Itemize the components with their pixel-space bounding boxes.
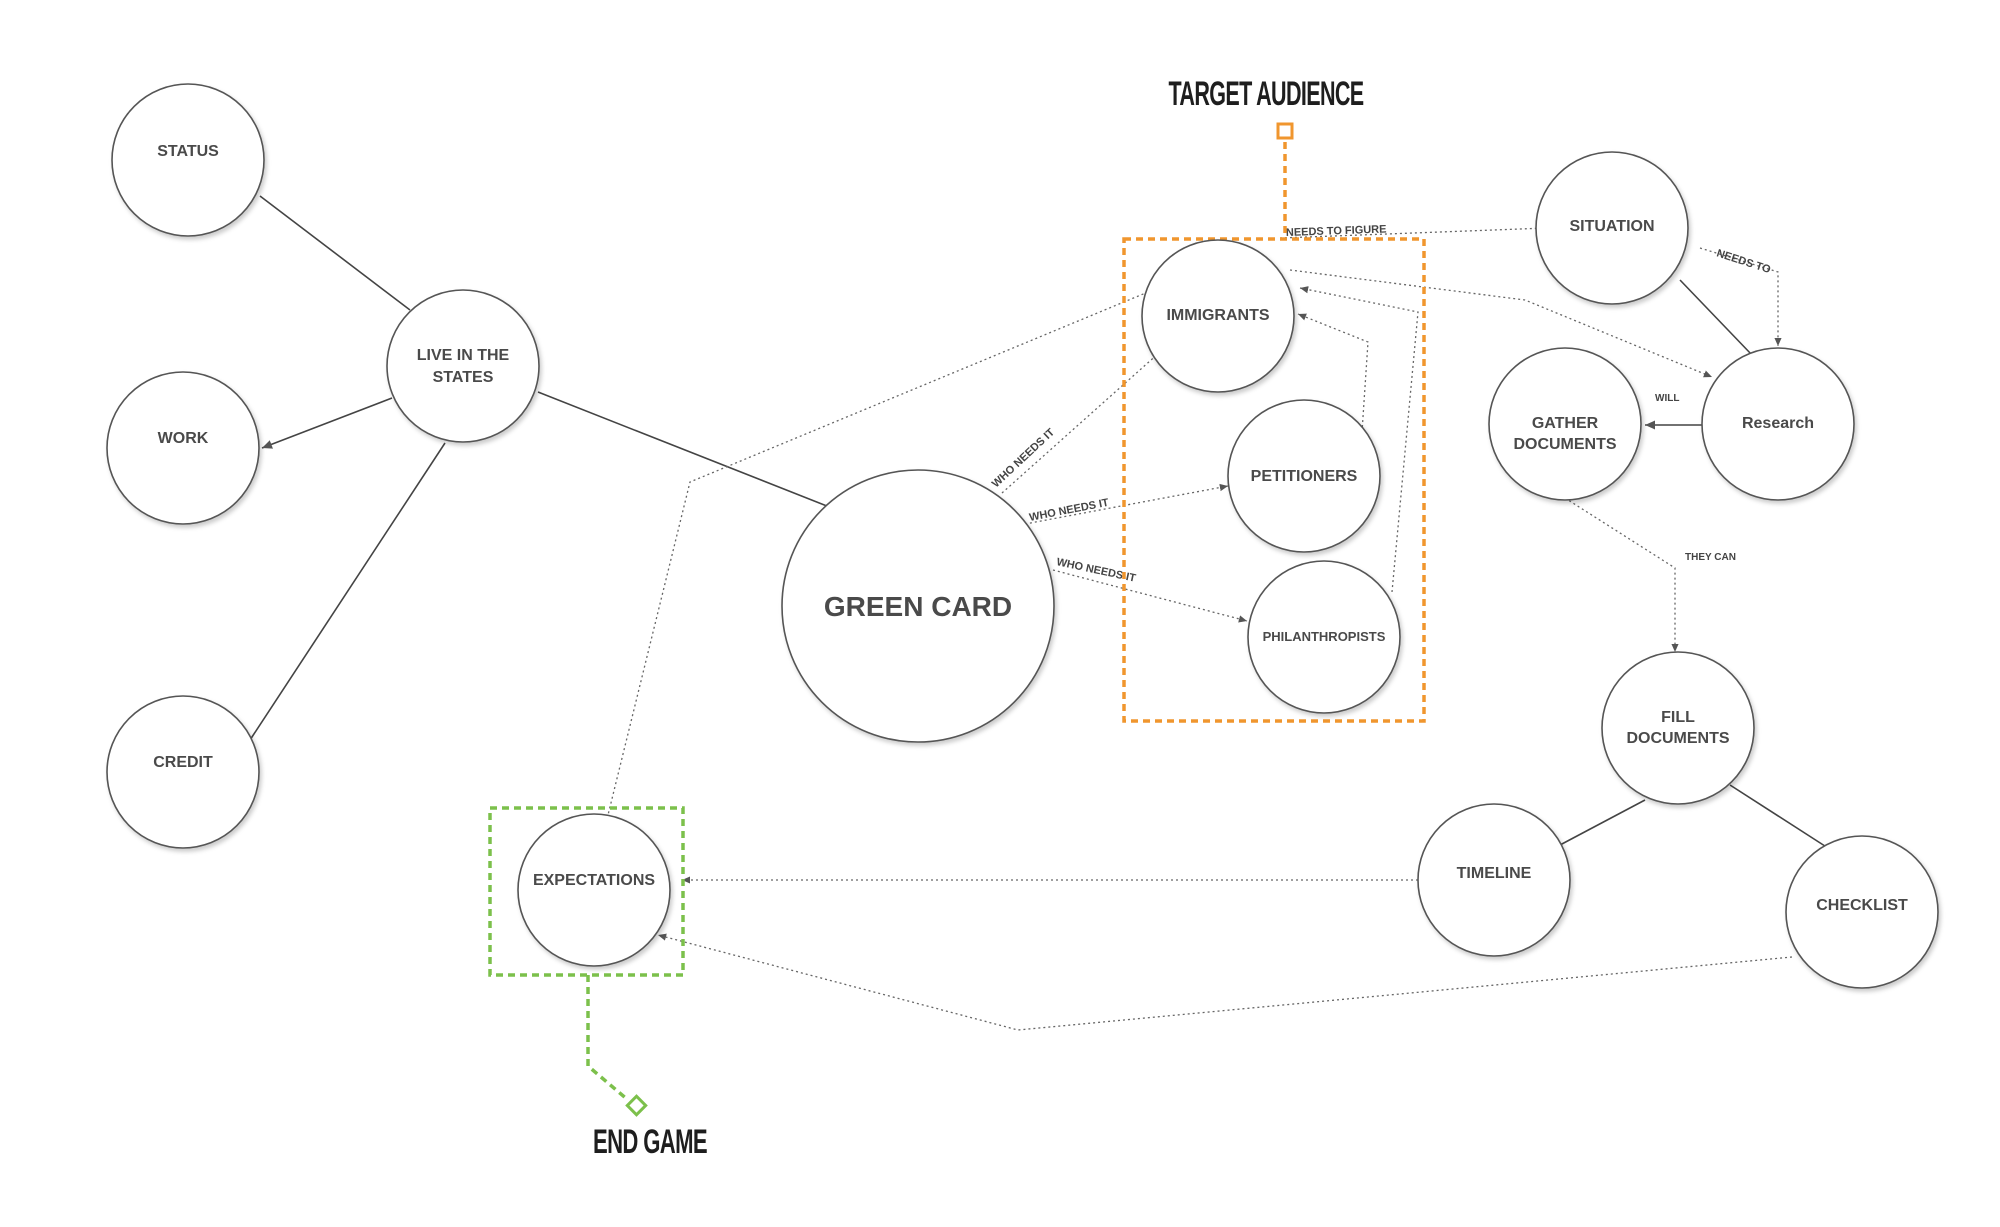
- node-checklist-label: CHECKLIST: [1816, 897, 1908, 914]
- edge-situation-research: [1679, 279, 1753, 356]
- node-live-label-line1: LIVE IN THE: [417, 347, 510, 364]
- end-game-label: END GAME: [593, 1123, 707, 1161]
- node-research: Research: [1701, 347, 1855, 501]
- node-timeline-label: TIMELINE: [1457, 865, 1532, 882]
- edge-status-live: [259, 195, 411, 311]
- edge-immigrants-expectations: [607, 291, 1149, 816]
- edge-checklist-expectations: [657, 933, 1793, 1031]
- edge-label-who-needs-it-2: WHO NEEDS IT: [1028, 497, 1110, 524]
- node-fill-label-line2: DOCUMENTS: [1626, 730, 1729, 747]
- target-audience-label: TARGET AUDIENCE: [1169, 75, 1364, 113]
- target-audience-marker: [1276, 122, 1294, 140]
- edge-live-work: [261, 397, 393, 449]
- node-status-label: STATUS: [157, 143, 219, 160]
- edge-label-who-needs-it-1: WHO NEEDS IT: [990, 426, 1057, 490]
- node-philanthropists: PHILANTHROPISTS: [1247, 560, 1401, 714]
- node-work-label: WORK: [158, 430, 209, 447]
- edge-gather-fill: [1564, 497, 1679, 652]
- node-fill-label-line1: FILL: [1661, 709, 1695, 726]
- edge-live-credit: [249, 442, 446, 741]
- node-expectations-label: EXPECTATIONS: [533, 872, 655, 889]
- node-research-label: Research: [1742, 415, 1814, 432]
- edge-petitioners-immigrants: [1297, 313, 1369, 433]
- target-audience-callout: TARGET AUDIENCE: [1122, 75, 1426, 723]
- end-game-connector: [586, 975, 630, 1102]
- edge-situation-research-dotted: [1699, 247, 1782, 346]
- node-situation: SITUATION: [1535, 151, 1689, 305]
- edges: [249, 195, 1829, 1031]
- end-game-marker: [625, 1094, 648, 1117]
- edge-greencard-philanthropists: [1052, 569, 1248, 623]
- node-gather-label-line2: DOCUMENTS: [1513, 436, 1616, 453]
- edge-label-will: WILL: [1655, 393, 1679, 404]
- node-philanthropists-label: PHILANTHROPISTS: [1263, 629, 1386, 644]
- node-petitioners: PETITIONERS: [1227, 399, 1381, 553]
- edge-label-needs-to: NEEDS TO: [1715, 247, 1772, 276]
- node-green-card: GREEN CARD: [781, 469, 1055, 743]
- node-situation-label: SITUATION: [1569, 218, 1654, 235]
- edge-live-greencard: [537, 391, 838, 511]
- edge-label-needs-to-figure: NEEDS TO FIGURE: [1286, 223, 1387, 239]
- node-expectations: EXPECTATIONS: [517, 813, 671, 967]
- node-immigrants-label: IMMIGRANTS: [1166, 307, 1269, 324]
- edge-immigrants-research: [1289, 269, 1713, 378]
- node-credit-label: CREDIT: [153, 754, 213, 771]
- node-green-card-label: GREEN CARD: [824, 591, 1012, 622]
- target-audience-box: [1122, 237, 1426, 723]
- node-checklist: CHECKLIST: [1785, 835, 1939, 989]
- nodes: STATUS WORK CREDIT LIVE IN THE STATES GR…: [106, 83, 1939, 989]
- edge-fill-checklist: [1729, 784, 1829, 849]
- edge-philanthropists-immigrants: [1299, 286, 1419, 593]
- node-fill-documents: FILL DOCUMENTS: [1601, 651, 1755, 805]
- end-game-callout: END GAME: [488, 806, 708, 1161]
- node-live-in-the-states: LIVE IN THE STATES: [386, 289, 540, 443]
- edge-label-they-can: THEY CAN: [1685, 552, 1736, 563]
- node-petitioners-label: PETITIONERS: [1251, 468, 1358, 485]
- node-timeline: TIMELINE: [1417, 803, 1571, 957]
- edge-greencard-immigrants: [1001, 351, 1161, 494]
- node-status: STATUS: [111, 83, 265, 237]
- node-work: WORK: [106, 371, 260, 525]
- node-immigrants: IMMIGRANTS: [1141, 239, 1295, 393]
- node-live-label-line2: STATES: [433, 369, 494, 386]
- edge-fill-timeline: [1559, 799, 1646, 846]
- node-gather-documents: GATHER DOCUMENTS: [1488, 347, 1642, 501]
- node-gather-label-line1: GATHER: [1532, 415, 1599, 432]
- node-credit: CREDIT: [106, 695, 260, 849]
